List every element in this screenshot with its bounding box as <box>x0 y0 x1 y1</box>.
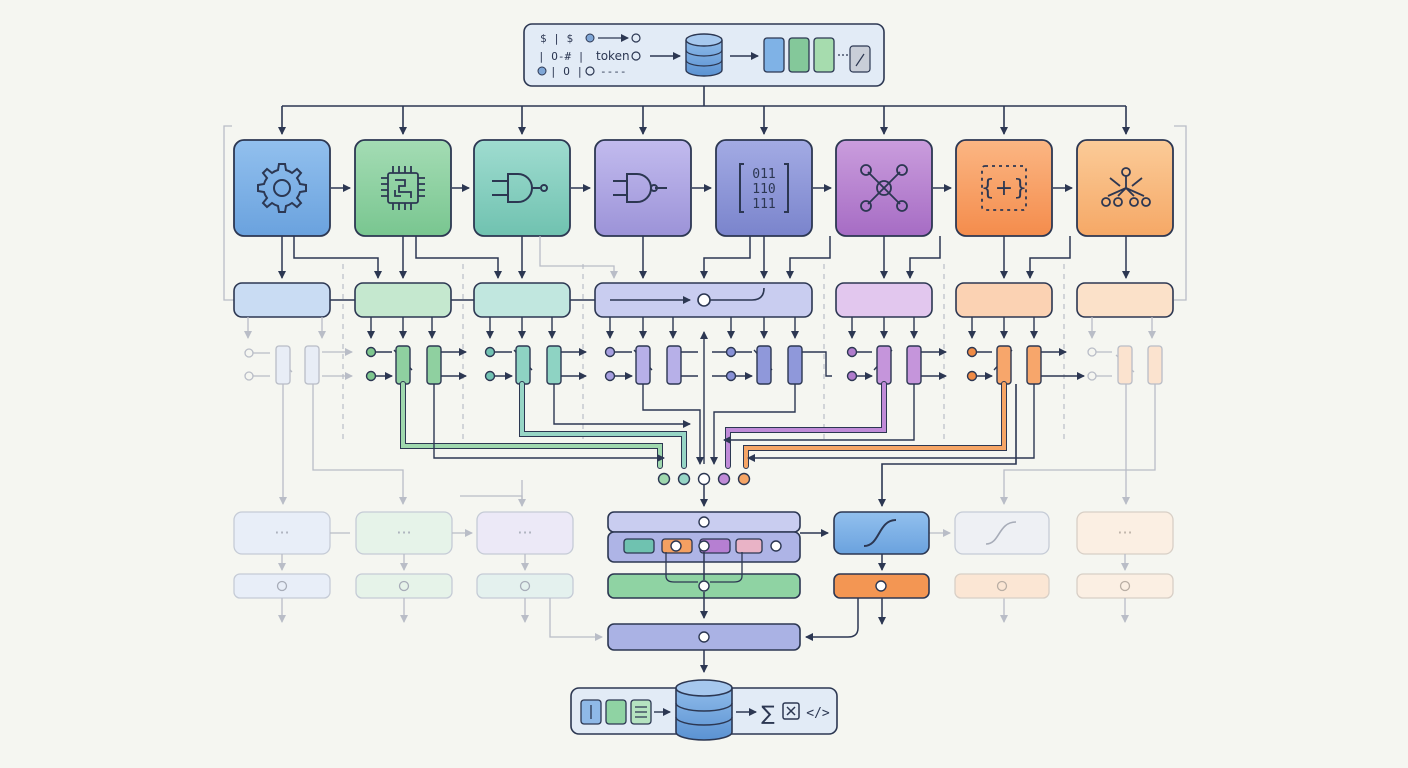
sum-icon: ∑ <box>761 701 775 725</box>
network-graph-icon <box>860 164 908 212</box>
and-gate-icon <box>492 173 548 203</box>
input-dash-text: ---- <box>600 65 627 78</box>
code-icon: </> <box>806 706 830 721</box>
chip-icon <box>381 166 425 210</box>
output-database-icon <box>675 679 733 741</box>
switch-row <box>244 317 1163 505</box>
faded-card-row: ··· ··· ··· ··· <box>233 480 1174 641</box>
token-block-blue <box>763 37 785 73</box>
bar-teal <box>473 282 571 318</box>
distribution-bus <box>278 86 1130 135</box>
nand-gate-icon <box>613 173 667 203</box>
sigmoid-icon <box>863 519 897 547</box>
faded-card-blue-ellipsis: ··· <box>274 523 289 542</box>
collector-nodes <box>657 472 751 486</box>
gear-icon <box>257 163 307 213</box>
input-row3-symbols: | O | <box>550 65 583 78</box>
faded-card-green-ellipsis: ··· <box>396 523 411 542</box>
center-stack <box>607 511 829 673</box>
aggregation-bar-row <box>233 282 1174 318</box>
bar-orange <box>955 282 1053 318</box>
faded-sigmoid-icon <box>985 521 1017 545</box>
faded-sigmoid-card <box>954 511 1050 555</box>
merge-node <box>697 293 711 307</box>
binary-matrix-icon: 011 110 111 <box>739 163 789 213</box>
braces-plus-icon: {+} <box>981 165 1027 211</box>
tree-icon <box>1101 167 1151 207</box>
processor-and-gate <box>473 139 571 237</box>
processor-gear <box>233 139 331 237</box>
right-feedback-loop <box>1174 125 1187 301</box>
bar-purple <box>835 282 933 318</box>
binary-line-3: 111 <box>752 197 775 212</box>
matrix-x-icon <box>782 702 800 720</box>
sigmoid-card <box>833 511 930 555</box>
faded-card-lavender-ellipsis: ··· <box>517 523 532 542</box>
bar-green <box>354 282 452 318</box>
token-block-green <box>788 37 810 73</box>
input-panel: $ | $ | O-# | token | O | ---- <box>523 23 885 87</box>
token-block-lightgreen <box>813 37 835 73</box>
thin-return-links <box>433 331 1035 465</box>
input-row2-symbols: | O-# | <box>538 50 584 63</box>
left-feedback-loop <box>223 125 234 301</box>
output-block-green <box>605 699 627 725</box>
input-row1-symbols: $ | $ <box>540 32 573 45</box>
sigmoid-stage <box>805 384 1017 641</box>
braces-plus-text: {+} <box>981 176 1027 201</box>
processor-to-bar-links <box>278 236 1130 279</box>
bar-blue <box>233 282 331 318</box>
faded-card-peach-ellipsis: ··· <box>1117 523 1132 542</box>
bar-peach <box>1076 282 1174 318</box>
processor-row: 011 110 111 {+} <box>233 139 1174 237</box>
faint-link-and <box>539 236 618 279</box>
output-panel: ∑ </> <box>570 679 838 741</box>
token-label: token <box>596 49 630 63</box>
processor-nand-gate <box>594 139 692 237</box>
processor-chip <box>354 139 452 237</box>
binary-line-2: 110 <box>752 182 775 197</box>
database-icon <box>685 33 723 77</box>
binary-line-1: 011 <box>752 167 775 182</box>
